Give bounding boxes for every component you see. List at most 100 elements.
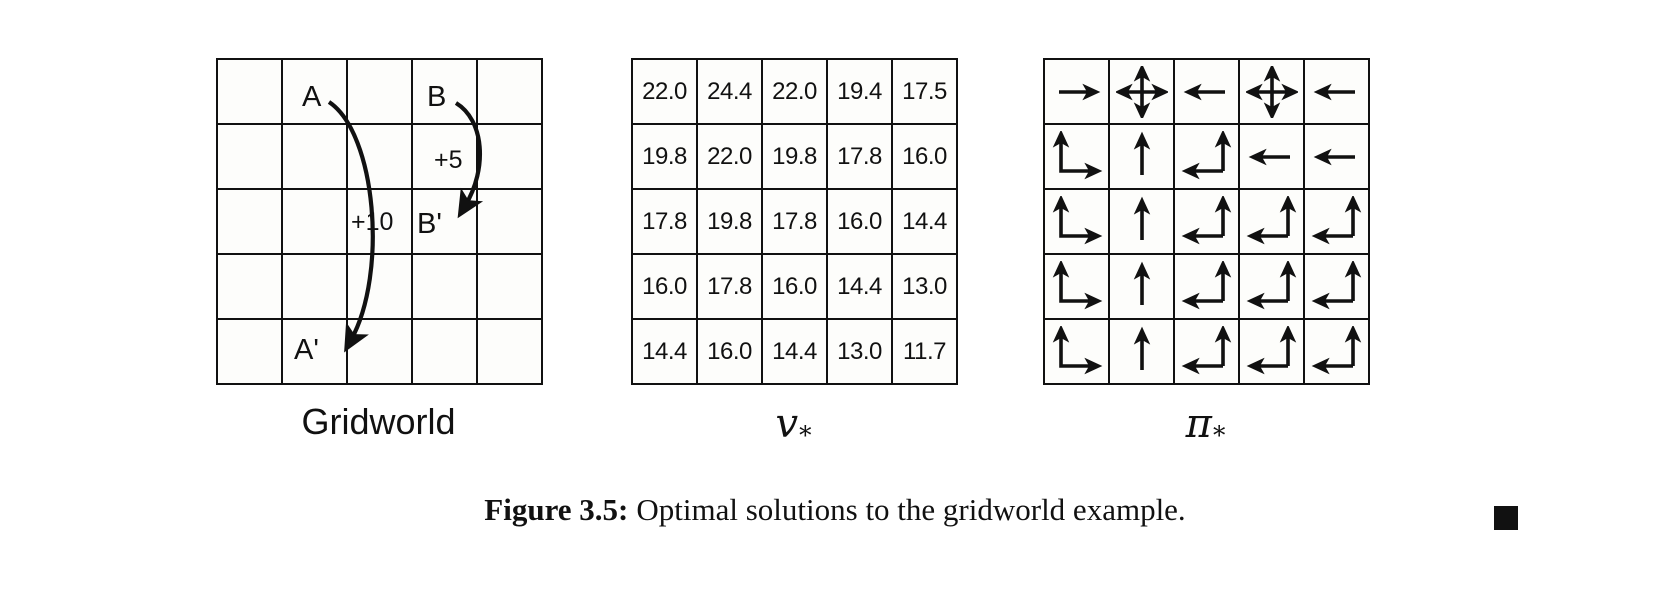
policy-arrow-up-icon xyxy=(1133,196,1150,240)
policy-arrow-left-up-icon xyxy=(1311,195,1361,244)
value-grid: 22.0 24.4 22.0 19.4 17.5 19.8 22.0 19.8 … xyxy=(631,58,958,385)
policy-cell xyxy=(1305,60,1370,125)
gridworld-cell xyxy=(478,320,543,385)
policy-cell xyxy=(1175,255,1240,320)
gridworld-label-b: B xyxy=(427,81,447,113)
value-cell: 22.0 xyxy=(633,60,698,125)
policy-arrow-all-icon xyxy=(1245,65,1298,118)
policy-cell xyxy=(1240,60,1305,125)
policy-symbol-subscript: * xyxy=(1212,421,1226,451)
caption-value-function: v* xyxy=(631,404,956,449)
policy-arrow-up-right-icon xyxy=(1052,260,1102,309)
policy-arrow-left-icon xyxy=(1313,148,1355,165)
value-cell: 17.8 xyxy=(633,190,698,255)
policy-arrow-up-right-icon xyxy=(1052,325,1102,374)
policy-cell xyxy=(1045,190,1110,255)
value-cell: 17.8 xyxy=(698,255,763,320)
gridworld-cell xyxy=(478,255,543,320)
value-cell: 14.4 xyxy=(893,190,958,255)
gridworld-reward-a: +10 xyxy=(351,208,394,236)
gridworld-cell xyxy=(413,60,478,125)
value-symbol-subscript: * xyxy=(799,421,812,451)
policy-arrow-left-up-icon xyxy=(1246,260,1296,309)
policy-grid xyxy=(1043,58,1370,385)
figure-panels: A B B' A' +10 +5 22.0 24.4 22.0 19.4 17.… xyxy=(0,58,1670,398)
value-cell: 16.0 xyxy=(893,125,958,190)
panel-optimal-policy xyxy=(1043,58,1370,385)
policy-cell xyxy=(1045,60,1110,125)
value-cell: 22.0 xyxy=(763,60,828,125)
value-cell: 14.4 xyxy=(763,320,828,385)
caption-optimal-policy: π* xyxy=(1043,404,1368,449)
policy-cell xyxy=(1045,320,1110,385)
figure-caption: Figure 3.5:Optimal solutions to the grid… xyxy=(0,492,1670,528)
gridworld-cell xyxy=(348,125,413,190)
policy-arrow-left-up-icon xyxy=(1311,325,1361,374)
value-cell: 17.5 xyxy=(893,60,958,125)
gridworld-cell xyxy=(413,320,478,385)
value-symbol: v xyxy=(775,401,799,447)
figure-number: Figure 3.5: xyxy=(484,492,629,527)
gridworld-reward-b: +5 xyxy=(434,146,463,174)
value-cell: 11.7 xyxy=(893,320,958,385)
figure-caption-text: Optimal solutions to the gridworld examp… xyxy=(636,492,1186,527)
policy-cell xyxy=(1305,190,1370,255)
value-cell: 14.4 xyxy=(633,320,698,385)
gridworld-label-a: A xyxy=(302,81,322,113)
policy-cell xyxy=(1175,320,1240,385)
gridworld-cell xyxy=(218,125,283,190)
caption-gridworld-text: Gridworld xyxy=(301,401,456,442)
gridworld-cell xyxy=(218,60,283,125)
policy-cell xyxy=(1240,320,1305,385)
gridworld-cell xyxy=(283,125,348,190)
gridworld-cell xyxy=(478,60,543,125)
policy-arrow-left-up-icon xyxy=(1246,325,1296,374)
gridworld-label-b-prime: B' xyxy=(417,208,442,240)
policy-cell xyxy=(1045,125,1110,190)
policy-cell xyxy=(1305,125,1370,190)
value-cell: 16.0 xyxy=(633,255,698,320)
policy-cell xyxy=(1240,125,1305,190)
policy-arrow-left-up-icon xyxy=(1181,260,1231,309)
value-cell: 14.4 xyxy=(828,255,893,320)
policy-arrow-up-icon xyxy=(1133,131,1150,175)
gridworld-cell xyxy=(413,255,478,320)
gridworld-cell xyxy=(348,320,413,385)
policy-arrow-left-up-icon xyxy=(1246,195,1296,244)
policy-cell xyxy=(1240,190,1305,255)
policy-cell xyxy=(1110,255,1175,320)
policy-cell xyxy=(1305,320,1370,385)
gridworld-cell xyxy=(283,190,348,255)
policy-arrow-left-up-icon xyxy=(1311,260,1361,309)
policy-cell xyxy=(1110,125,1175,190)
policy-arrow-all-icon xyxy=(1115,65,1168,118)
gridworld-cell xyxy=(283,60,348,125)
policy-arrow-up-icon xyxy=(1133,261,1150,305)
caption-gridworld: Gridworld xyxy=(216,404,541,440)
end-of-figure-marker xyxy=(1494,506,1518,530)
value-cell: 13.0 xyxy=(828,320,893,385)
gridworld-cell xyxy=(413,190,478,255)
gridworld-cell xyxy=(218,320,283,385)
gridworld-label-a-prime: A' xyxy=(294,334,319,366)
policy-arrow-right-icon xyxy=(1058,83,1100,100)
value-cell: 16.0 xyxy=(763,255,828,320)
policy-arrow-left-icon xyxy=(1183,83,1225,100)
policy-cell xyxy=(1175,125,1240,190)
policy-symbol: π xyxy=(1185,401,1212,447)
policy-arrow-left-up-icon xyxy=(1181,325,1231,374)
value-cell: 19.8 xyxy=(633,125,698,190)
gridworld-cell xyxy=(218,255,283,320)
policy-cell xyxy=(1110,60,1175,125)
policy-arrow-up-icon xyxy=(1133,326,1150,370)
policy-arrow-left-icon xyxy=(1248,148,1290,165)
policy-arrow-left-up-icon xyxy=(1181,195,1231,244)
panel-value-function: 22.0 24.4 22.0 19.4 17.5 19.8 22.0 19.8 … xyxy=(631,58,958,385)
value-cell: 16.0 xyxy=(828,190,893,255)
policy-cell xyxy=(1110,190,1175,255)
gridworld-cell xyxy=(348,255,413,320)
gridworld-cell xyxy=(348,190,413,255)
value-cell: 17.8 xyxy=(763,190,828,255)
policy-cell xyxy=(1110,320,1175,385)
